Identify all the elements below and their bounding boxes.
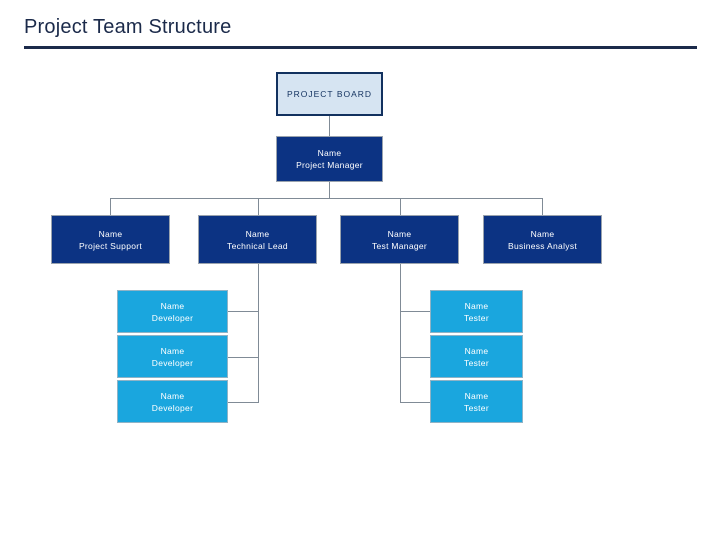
connector-developer-3 xyxy=(228,402,259,403)
connector-drop-project-support xyxy=(110,198,111,215)
node-name: Name xyxy=(160,300,185,311)
node-role: Tester xyxy=(464,312,489,323)
node-name: Name xyxy=(464,300,489,311)
node-name: Name xyxy=(464,390,489,401)
node-name: Name xyxy=(98,228,123,239)
connector-spine-testers xyxy=(400,264,401,402)
title-divider xyxy=(24,46,697,49)
node-role: Test Manager xyxy=(371,240,428,251)
connector-spine-developers xyxy=(258,264,259,402)
connector-tester-3 xyxy=(400,402,430,403)
node-developer-3[interactable]: Name Developer xyxy=(117,380,228,423)
node-name: Name xyxy=(160,345,185,356)
node-role: Project Manager xyxy=(296,160,363,170)
node-role: Developer xyxy=(151,402,194,413)
connector-developer-1 xyxy=(228,311,259,312)
connector-board-to-manager xyxy=(329,116,330,136)
connector-drop-technical-lead xyxy=(258,198,259,215)
node-role: Technical Lead xyxy=(227,240,288,251)
connector-manager-to-bus xyxy=(329,182,330,198)
node-technical-lead[interactable]: Name Technical Lead xyxy=(198,215,317,264)
connector-drop-test-manager xyxy=(400,198,401,215)
node-developer-2[interactable]: Name Developer xyxy=(117,335,228,378)
node-name: Name xyxy=(160,390,185,401)
node-role: Tester xyxy=(464,357,489,368)
node-developer-1[interactable]: Name Developer xyxy=(117,290,228,333)
node-project-manager[interactable]: Name Project Manager xyxy=(276,136,383,182)
connector-bus-horizontal xyxy=(110,198,543,199)
node-tester-2[interactable]: Name Tester xyxy=(430,335,523,378)
node-role: Business Analyst xyxy=(507,240,578,251)
node-role: Developer xyxy=(151,357,194,368)
connector-tester-2 xyxy=(400,357,430,358)
node-name: Name xyxy=(317,148,342,158)
connector-developer-2 xyxy=(228,357,259,358)
node-tester-3[interactable]: Name Tester xyxy=(430,380,523,423)
node-tester-1[interactable]: Name Tester xyxy=(430,290,523,333)
node-name: Name xyxy=(387,228,412,239)
node-role: Project Support xyxy=(78,240,143,251)
node-role: Tester xyxy=(464,402,489,413)
page-title: Project Team Structure xyxy=(24,16,232,38)
node-name: Name xyxy=(464,345,489,356)
node-project-support[interactable]: Name Project Support xyxy=(51,215,170,264)
connector-tester-1 xyxy=(400,311,430,312)
node-business-analyst[interactable]: Name Business Analyst xyxy=(483,215,602,264)
node-test-manager[interactable]: Name Test Manager xyxy=(340,215,459,264)
connector-drop-business-analyst xyxy=(542,198,543,215)
node-name: Name xyxy=(530,228,555,239)
node-name: Name xyxy=(245,228,270,239)
node-project-board[interactable]: PROJECT BOARD xyxy=(276,72,383,116)
node-label: PROJECT BOARD xyxy=(286,89,373,99)
node-role: Developer xyxy=(151,312,194,323)
